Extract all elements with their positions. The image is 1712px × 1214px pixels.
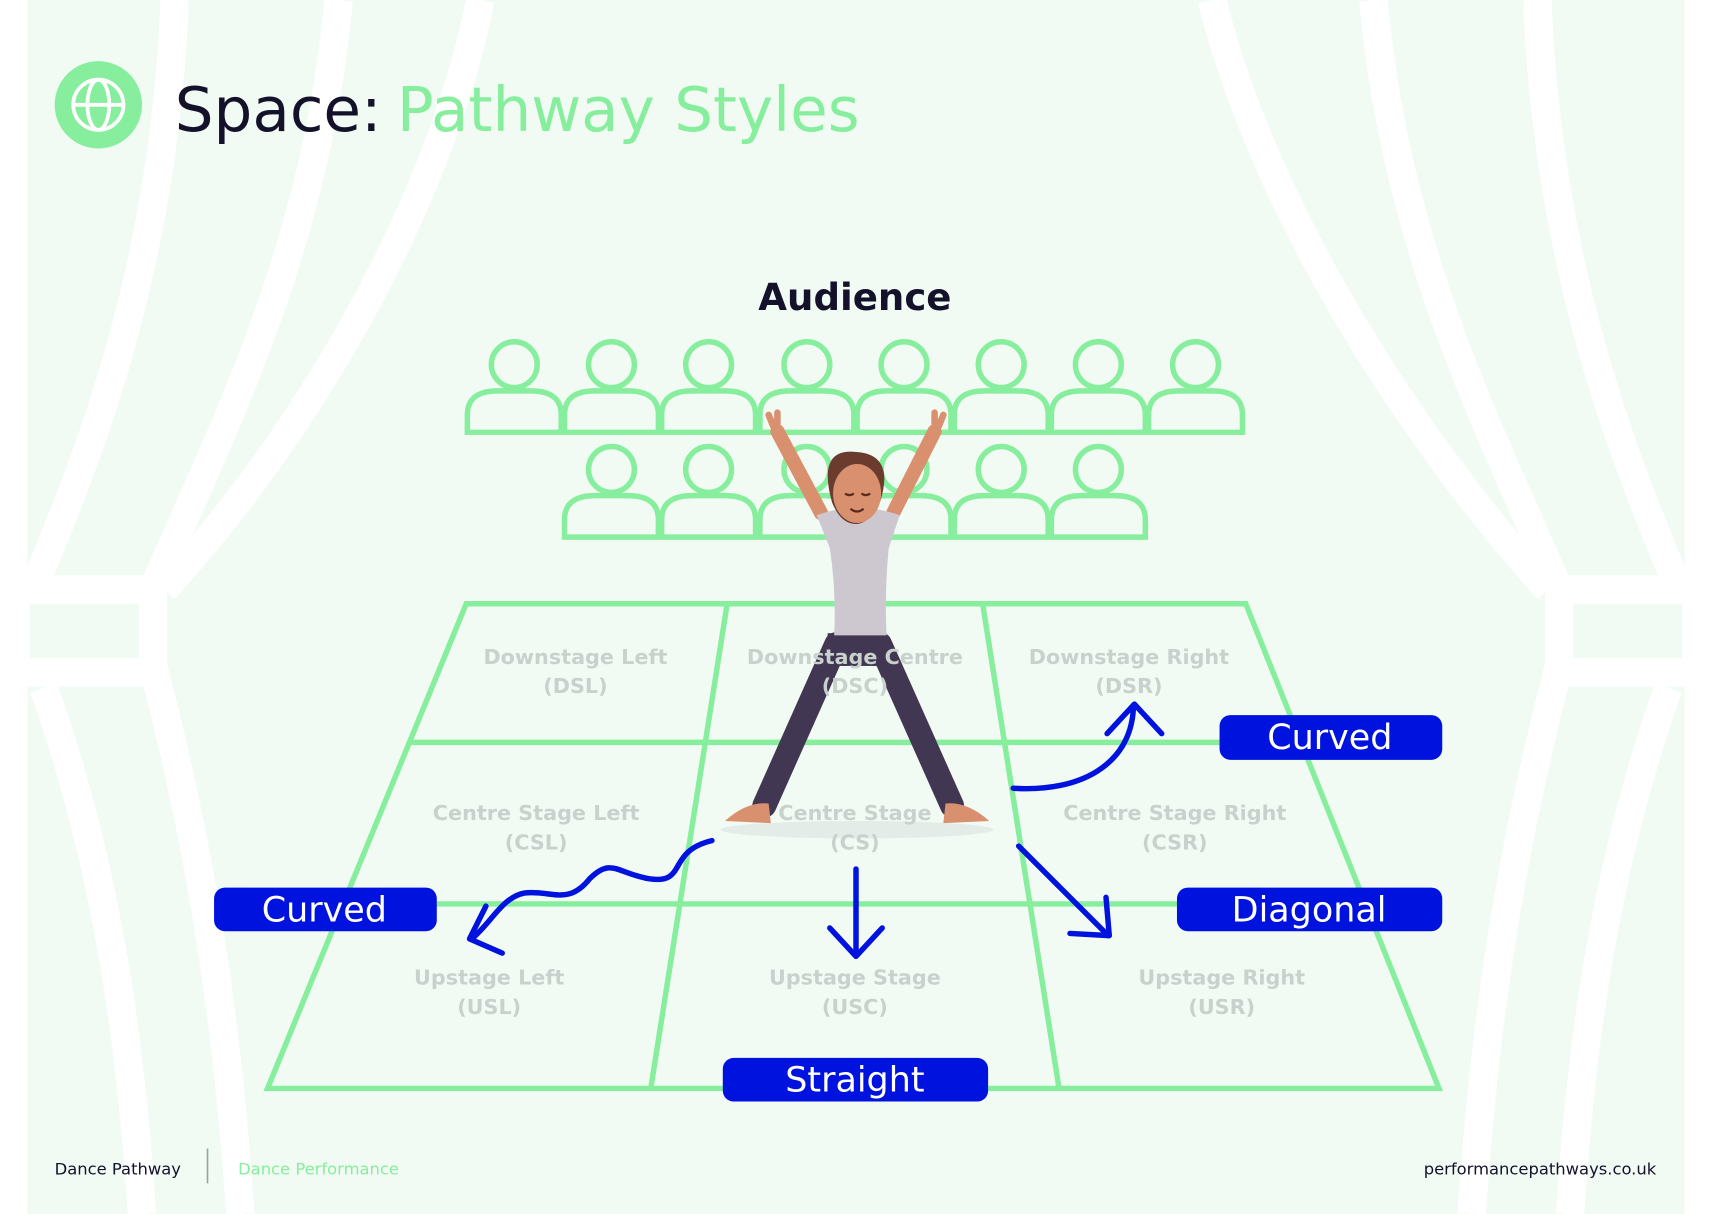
svg-text:Curved: Curved <box>1267 718 1392 758</box>
audience-label: Audience <box>758 276 951 319</box>
audience-person-icon <box>561 338 662 436</box>
cell-csr: Centre Stage Right (CSR) <box>1063 801 1286 854</box>
arrowhead-down-icon <box>827 925 885 960</box>
svg-text:(CSR): (CSR) <box>1142 830 1207 854</box>
pathway-arrows <box>466 701 1165 960</box>
curtain-left <box>0 0 495 1214</box>
cell-usr: Upstage Right (USR) <box>1138 966 1305 1019</box>
svg-text:Centre Stage Left: Centre Stage Left <box>433 801 640 825</box>
curtain-right <box>1198 0 1712 1214</box>
arrowhead-diagonal-icon <box>1067 894 1113 939</box>
svg-text:Upstage Right: Upstage Right <box>1138 966 1305 990</box>
svg-text:Upstage Left: Upstage Left <box>414 966 564 990</box>
svg-text:(USL): (USL) <box>457 995 521 1019</box>
curved-left-arrow <box>468 837 715 942</box>
audience-person-icon <box>757 338 857 436</box>
svg-text:Centre Stage: Centre Stage <box>778 801 931 825</box>
footer-middle: Dance Performance <box>238 1160 399 1179</box>
stage-cell-labels: Downstage Left (DSL) Downstage Centre (DSC… <box>414 645 1305 1019</box>
svg-text:(USR): (USR) <box>1188 995 1255 1019</box>
svg-text:(DSR): (DSR) <box>1095 674 1162 698</box>
arrowhead-left-icon <box>466 903 506 956</box>
svg-text:Downstage Centre: Downstage Centre <box>747 645 963 669</box>
cell-usl: Upstage Left (USL) <box>414 966 564 1019</box>
svg-text:Downstage Right: Downstage Right <box>1029 645 1229 669</box>
svg-text:Diagonal: Diagonal <box>1232 890 1387 930</box>
label-diagonal: Diagonal <box>1176 887 1443 932</box>
curved-right-arrow <box>1010 706 1137 792</box>
cell-csl: Centre Stage Left (CSL) <box>433 801 640 854</box>
cell-usc: Upstage Stage (USC) <box>769 966 941 1019</box>
globe-icon <box>54 61 143 149</box>
svg-text:(CS): (CS) <box>830 830 879 854</box>
cell-dsc: Downstage Centre (DSC) <box>747 645 963 698</box>
page-title: Space:Pathway Styles <box>175 75 860 146</box>
svg-text:(DSL): (DSL) <box>543 674 607 698</box>
svg-text:(USC): (USC) <box>822 995 888 1019</box>
label-straight: Straight <box>722 1057 989 1102</box>
svg-text:Centre Stage Right: Centre Stage Right <box>1063 801 1286 825</box>
svg-text:Straight: Straight <box>785 1061 924 1101</box>
audience-person-icon <box>658 338 759 436</box>
footer-website-link[interactable]: performancepathways.co.uk <box>1424 1160 1657 1179</box>
audience-person-icon <box>951 338 1051 436</box>
audience-person-icon <box>658 443 759 540</box>
cell-cs: Centre Stage (CS) <box>778 801 931 854</box>
svg-text:Upstage Stage: Upstage Stage <box>769 966 941 990</box>
audience <box>464 338 1246 540</box>
label-curved-right: Curved <box>1219 715 1443 760</box>
audience-person-icon <box>1145 338 1246 436</box>
diagonal-arrow <box>1015 843 1111 939</box>
dancer-illustration <box>720 409 994 839</box>
cell-dsr: Downstage Right (DSR) <box>1029 645 1229 698</box>
svg-text:(DSC): (DSC) <box>822 674 888 698</box>
audience-person-icon <box>561 443 662 540</box>
audience-person-icon <box>1048 443 1149 540</box>
audience-person-icon <box>464 338 564 436</box>
svg-text:Curved: Curved <box>262 890 387 930</box>
audience-person-icon <box>854 338 954 436</box>
audience-person-icon <box>951 443 1051 540</box>
audience-person-icon <box>1048 338 1149 436</box>
cell-dsl: Downstage Left (DSL) <box>483 645 667 698</box>
svg-text:(CSL): (CSL) <box>505 830 568 854</box>
footer-left: Dance Pathway <box>55 1160 182 1179</box>
svg-text:Downstage Left: Downstage Left <box>483 645 667 669</box>
label-curved-left: Curved <box>214 887 437 932</box>
arrowhead-up-icon <box>1104 701 1165 737</box>
